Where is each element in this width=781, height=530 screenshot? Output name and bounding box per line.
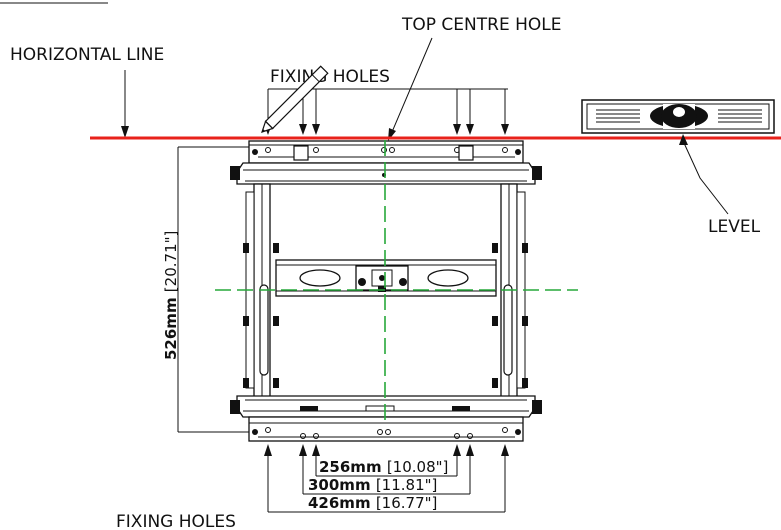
spacing-256-in: [10.08"] — [387, 458, 449, 476]
spacing-426-mm: 426mm — [308, 494, 371, 512]
spacing-300-in: [11.81"] — [376, 476, 438, 494]
spirit-level-icon — [581, 99, 775, 134]
fixing-holes-top-label: FIXING HOLES — [270, 67, 390, 87]
level-label: LEVEL — [708, 217, 761, 237]
height-dimension-lines — [177, 146, 250, 433]
horizontal-line-leader — [121, 70, 129, 138]
spacing-426-label: 426mm [16.77"] — [308, 494, 437, 512]
fixing-holes-bottom-leaders — [264, 444, 509, 513]
fixing-holes-bottom-label: FIXING HOLES — [116, 512, 236, 530]
height-mm: 526mm — [162, 297, 180, 360]
horizontal-line-label: HORIZONTAL LINE — [10, 45, 164, 65]
spacing-300-label: 300mm [11.81"] — [308, 476, 437, 494]
bracket — [230, 140, 542, 442]
pencil-icon — [261, 65, 329, 133]
top-centre-hole-label: TOP CENTRE HOLE — [401, 15, 561, 35]
height-in: [20.71"] — [162, 231, 180, 293]
spacing-300-mm: 300mm — [308, 476, 371, 494]
spacing-256-label: 256mm [10.08"] — [319, 458, 448, 476]
height-dimension-label: 526mm [20.71"] — [162, 231, 180, 360]
spacing-256-mm: 256mm — [319, 458, 382, 476]
spacing-426-in: [16.77"] — [376, 494, 438, 512]
level-leader — [679, 134, 729, 215]
